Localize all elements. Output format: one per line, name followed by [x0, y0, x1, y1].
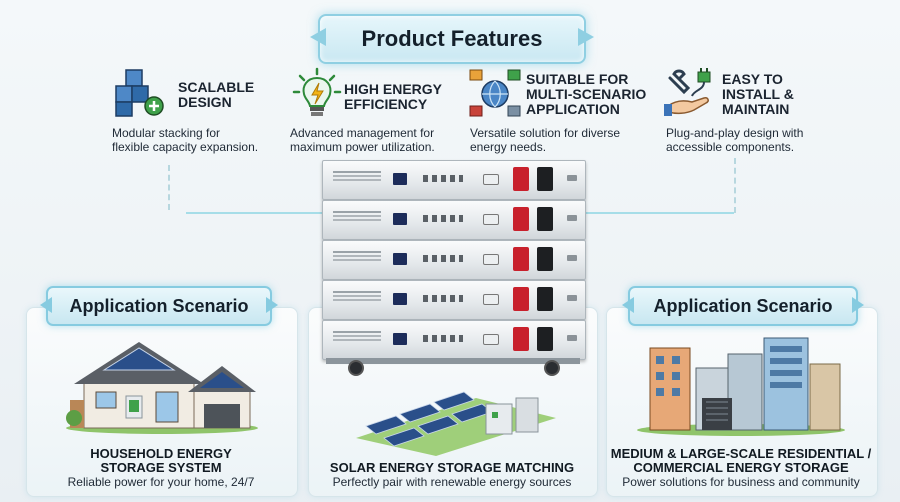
- feature-desc-line1: Versatile solution for diverse: [470, 126, 621, 140]
- solar-desc: Perfectly pair with renewable energy sou…: [332, 475, 572, 489]
- feature-title-line2: INSTALL &: [722, 86, 794, 102]
- globe-scenarios-icon: [469, 69, 521, 117]
- commercial-title-line2: COMMERCIAL ENERGY STORAGE: [633, 460, 849, 475]
- feature-desc-line2: accessible components.: [666, 140, 795, 154]
- connector-line-left: [186, 212, 322, 214]
- feature-title-line3: APPLICATION: [526, 101, 620, 117]
- connector-dash-2: [734, 158, 736, 213]
- feature-desc-line2: energy needs.: [470, 140, 547, 154]
- rack-base: [326, 358, 580, 364]
- lightbulb-bolt-icon: [292, 67, 342, 116]
- battery-module: [322, 280, 586, 320]
- feature-title-line1: HIGH ENERGY: [344, 81, 443, 97]
- feature-title-line1: SCALABLE: [178, 79, 255, 95]
- commercial-buildings-illustration: [637, 337, 845, 436]
- scenario-banner-left: Application Scenario: [46, 286, 272, 326]
- feature-title-line2: DESIGN: [178, 94, 232, 110]
- solar-title: SOLAR ENERGY STORAGE MATCHING: [329, 460, 575, 475]
- feature-title-line1: SUITABLE FOR: [526, 71, 629, 87]
- battery-module: [322, 240, 586, 280]
- commercial-title-line1: MEDIUM & LARGE-SCALE RESIDENTIAL /: [610, 446, 872, 461]
- connector-line-right: [584, 212, 734, 214]
- feature-title-line1: EASY TO: [722, 71, 783, 87]
- household-house-illustration: [66, 342, 258, 434]
- household-title-line2: STORAGE SYSTEM: [100, 460, 222, 475]
- feature-title-line3: MAINTAIN: [722, 101, 790, 117]
- household-caption: HOUSEHOLD ENERGY STORAGE SYSTEM Reliable…: [26, 446, 296, 490]
- household-title-line1: HOUSEHOLD ENERGY: [90, 446, 232, 461]
- solar-caption: SOLAR ENERGY STORAGE MATCHING Perfectly …: [308, 460, 596, 490]
- solar-farm-illustration: [356, 391, 556, 456]
- feature-desc-line2: flexible capacity expansion.: [112, 140, 259, 154]
- scenario-banner-right: Application Scenario: [628, 286, 858, 326]
- feature-title-line2: MULTI-SCENARIO: [526, 86, 647, 102]
- feature-desc-line1: Plug-and-play design with: [666, 126, 804, 140]
- scenario-banner-text: Application Scenario: [69, 295, 249, 316]
- battery-module: [322, 320, 586, 360]
- page-title: Product Features: [361, 26, 543, 51]
- commercial-desc: Power solutions for business and communi…: [622, 475, 860, 489]
- feature-title-line2: EFFICIENCY: [344, 96, 428, 112]
- rack-wheel: [544, 360, 560, 376]
- hand-wrench-plug-icon: [664, 68, 711, 116]
- connector-dash-1: [168, 165, 170, 210]
- battery-stack: [322, 160, 586, 376]
- feature-desc-line2: maximum power utilization.: [290, 140, 435, 154]
- rack-wheel: [348, 360, 364, 376]
- title-banner: Product Features: [318, 14, 586, 64]
- commercial-caption: MEDIUM & LARGE-SCALE RESIDENTIAL / COMME…: [606, 446, 876, 490]
- household-desc: Reliable power for your home, 24/7: [67, 475, 255, 489]
- scenario-banner-text: Application Scenario: [653, 295, 833, 316]
- battery-module: [322, 200, 586, 240]
- feature-desc-line1: Advanced management for: [290, 126, 435, 140]
- battery-module: [322, 160, 586, 200]
- feature-desc-line1: Modular stacking for: [112, 126, 221, 140]
- modular-cubes-icon: [115, 69, 164, 117]
